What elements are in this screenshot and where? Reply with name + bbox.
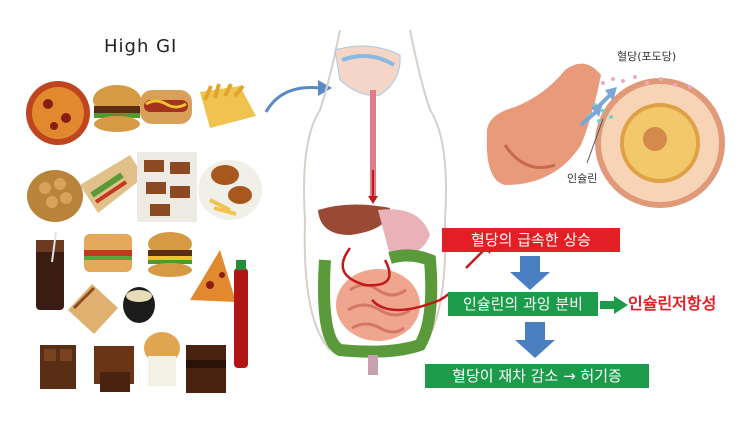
down-arrow-1 — [510, 256, 550, 290]
burger-icon — [148, 232, 192, 277]
sandwich-icon — [84, 234, 132, 272]
body-outline — [303, 29, 447, 351]
glucose-label: 혈당(포도당) — [617, 50, 677, 63]
hotdog-icon — [140, 90, 192, 124]
muffin-icon — [144, 332, 180, 386]
throat — [334, 45, 401, 96]
insulin-arrow — [579, 109, 599, 127]
liver — [318, 204, 390, 235]
cake-icon — [186, 345, 226, 393]
burger-icon — [93, 85, 141, 132]
cookies-icon — [137, 152, 197, 222]
digestive-system — [303, 29, 450, 375]
blood-sugar-spike-box: 혈당의 급속한 상승 — [442, 228, 620, 252]
insulin-label: 인슐린 — [567, 172, 598, 185]
fries-icon — [200, 83, 256, 128]
bowl-icon — [123, 287, 155, 323]
fried-chicken-icon — [198, 160, 262, 220]
pancreas-illustration — [486, 63, 725, 208]
chocolate-icon — [40, 345, 76, 389]
sugar-drop-hunger-box: 혈당이 재차 감소 → 허기증 — [425, 364, 649, 388]
brownie-icon — [94, 346, 134, 392]
food-to-body-arrow — [264, 80, 332, 113]
cell-nucleus — [643, 127, 667, 151]
right-arrow — [600, 296, 628, 314]
pizza-slice-icon — [190, 250, 236, 302]
burrito-icon — [80, 155, 144, 213]
nuts-icon — [27, 170, 83, 222]
insulin-oversecretion-box: 인슐린의 과잉 분비 — [448, 292, 598, 316]
insulin-resistance-label: 인슐린저항성 — [628, 294, 717, 313]
pancreas — [486, 63, 601, 185]
stomach — [378, 209, 430, 256]
toast-icon — [68, 284, 118, 334]
pizza-icon — [26, 81, 90, 145]
food-title: High GI — [104, 36, 178, 57]
cola-icon — [36, 231, 64, 310]
down-arrow-2 — [515, 322, 555, 358]
large-intestine — [318, 249, 438, 358]
soda-bottle-icon — [234, 260, 248, 368]
food-collage — [0, 0, 270, 425]
